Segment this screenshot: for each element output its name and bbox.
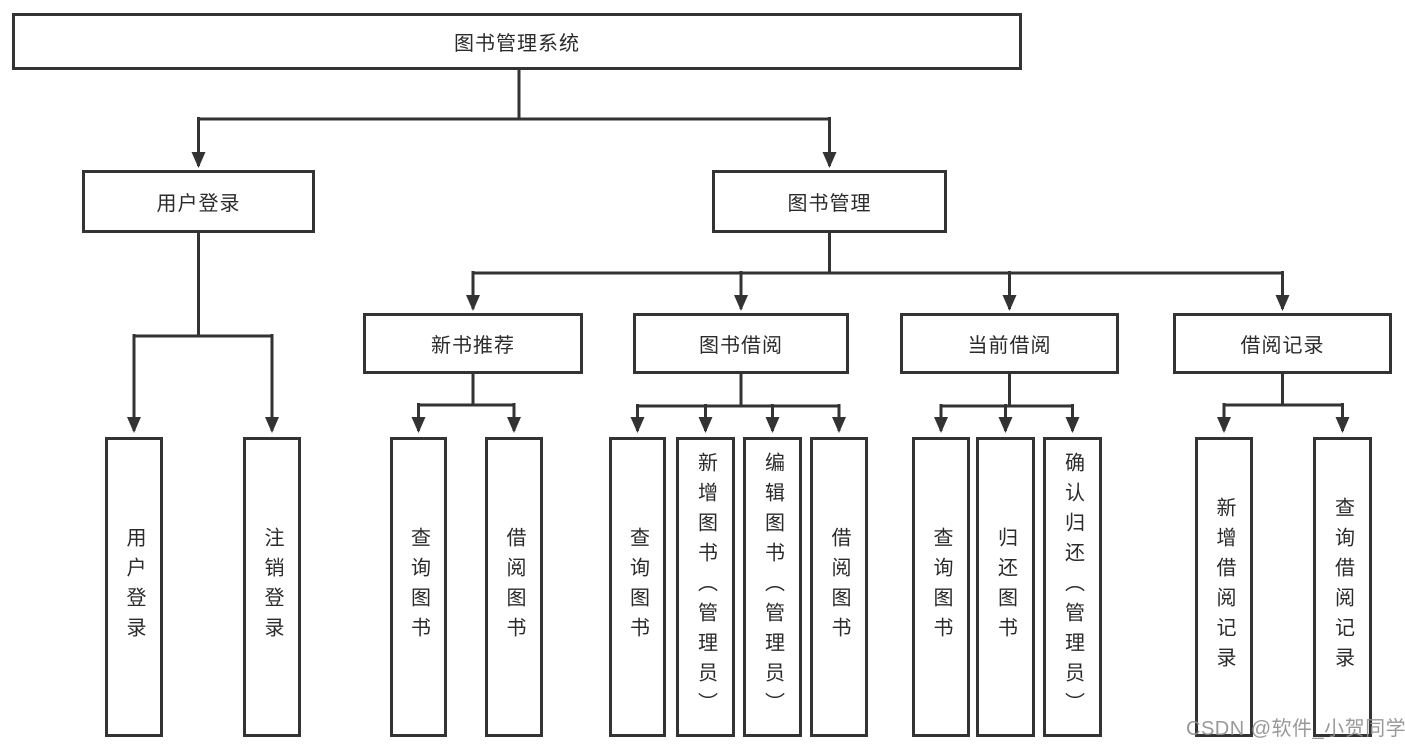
node-book-management: 图书管理 bbox=[712, 170, 947, 233]
node-current-return-books: 归还图书 bbox=[976, 437, 1035, 737]
connector-new-book-recommendation-children bbox=[411, 372, 521, 433]
node-recommend-query-books: 查询图书 bbox=[390, 437, 447, 737]
node-current-borrowing: 当前借阅 bbox=[900, 313, 1119, 374]
node-book-borrowing: 图书借阅 bbox=[633, 313, 849, 374]
node-current-query-books: 查询图书 bbox=[912, 437, 970, 737]
node-user-login-action: 用户登录 bbox=[105, 437, 163, 737]
node-records-add-borrow-record: 新增借阅记录 bbox=[1195, 437, 1253, 737]
node-borrowing-add-books-admin: 新增图书（管理员） bbox=[676, 437, 735, 737]
watermark-text: CSDN @软件_小贺同学 bbox=[1186, 718, 1405, 740]
node-library-management-system: 图书管理系统 bbox=[12, 13, 1022, 70]
connector-user-login-children bbox=[127, 231, 279, 433]
node-new-book-recommendation: 新书推荐 bbox=[363, 313, 583, 374]
node-borrowing-records: 借阅记录 bbox=[1173, 313, 1392, 374]
connector-root-to-level2 bbox=[191, 68, 837, 168]
connector-current-borrowing-children bbox=[934, 372, 1080, 433]
node-borrowing-query-books: 查询图书 bbox=[609, 437, 666, 737]
node-borrowing-borrow-books: 借阅图书 bbox=[810, 437, 868, 737]
connector-book-borrowing-children bbox=[630, 372, 846, 433]
connector-book-management-children bbox=[466, 231, 1290, 311]
node-recommend-borrow-books: 借阅图书 bbox=[485, 437, 543, 737]
node-records-query-borrow-record: 查询借阅记录 bbox=[1313, 437, 1372, 737]
node-logout-action: 注销登录 bbox=[243, 437, 301, 737]
node-user-login: 用户登录 bbox=[82, 170, 315, 233]
node-current-confirm-return-admin: 确认归还（管理员） bbox=[1043, 437, 1102, 737]
node-borrowing-edit-books-admin: 编辑图书（管理员） bbox=[743, 437, 802, 737]
connector-borrowing-records-children bbox=[1217, 372, 1350, 433]
